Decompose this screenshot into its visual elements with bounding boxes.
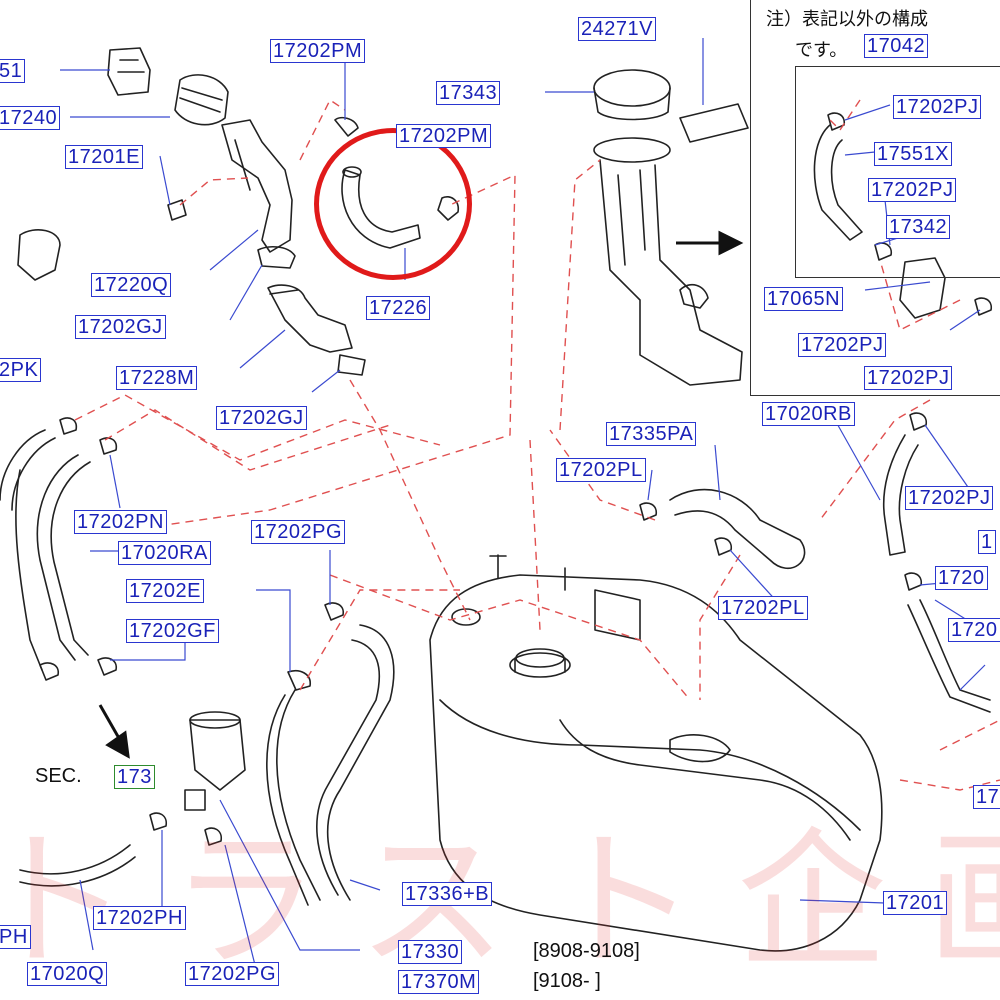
watermark: トラスト企画: [0, 815, 1000, 989]
part-label[interactable]: 17020RB: [762, 402, 855, 426]
part-label[interactable]: 1: [978, 530, 996, 554]
part-label[interactable]: 17228M: [116, 366, 198, 390]
fuel-pump-assembly: [593, 69, 749, 386]
part-label[interactable]: 17335PA: [606, 422, 697, 446]
part-label[interactable]: PH: [0, 925, 31, 949]
part-label[interactable]: 17202GJ: [75, 315, 166, 339]
part-label[interactable]: 17220Q: [91, 273, 172, 297]
note-frame: [750, 0, 1000, 396]
part-label[interactable]: 17202PH: [93, 906, 186, 930]
part-label[interactable]: 17202GF: [126, 619, 219, 643]
part-label[interactable]: 2PK: [0, 358, 42, 382]
sec-label: SEC.: [35, 765, 82, 787]
part-label[interactable]: 17202PG: [251, 520, 346, 544]
part-label[interactable]: 17202PJ: [864, 366, 953, 390]
inner-note-frame: [795, 66, 1000, 278]
part-label[interactable]: 17202PN: [74, 510, 167, 534]
part-label[interactable]: 17202PG: [185, 962, 280, 986]
date-range: [8908-9108]: [533, 940, 640, 962]
note-text-1: 注）表記以外の構成: [766, 9, 928, 30]
part-label[interactable]: 17201E: [65, 145, 143, 169]
part-label[interactable]: 17202PL: [718, 596, 808, 620]
part-label[interactable]: 1720: [948, 618, 1000, 642]
part-label[interactable]: 51: [0, 59, 26, 83]
part-label[interactable]: 17240: [0, 106, 61, 130]
part-label[interactable]: 17042: [864, 34, 929, 58]
part-label[interactable]: 17020RA: [118, 541, 211, 565]
highlight-circle: [314, 128, 472, 280]
part-label[interactable]: 17342: [886, 215, 951, 239]
part-label[interactable]: 17343: [436, 81, 501, 105]
part-label[interactable]: 17202PJ: [893, 95, 982, 119]
part-label[interactable]: 17202PL: [556, 458, 646, 482]
part-label[interactable]: 17202PJ: [905, 486, 994, 510]
part-label[interactable]: 17202GJ: [216, 406, 307, 430]
part-label[interactable]: 17330: [398, 940, 463, 964]
filler-neck: [17, 47, 366, 376]
part-label[interactable]: 17336+B: [402, 882, 493, 906]
part-label[interactable]: 17: [973, 785, 1000, 809]
part-label[interactable]: 24271V: [578, 17, 656, 41]
center-hoses: [19, 602, 395, 906]
date-range: [9108- ]: [533, 970, 601, 992]
part-label[interactable]: 17202PJ: [868, 178, 957, 202]
part-label[interactable]: 17201: [883, 891, 948, 915]
part-label[interactable]: 1720: [935, 566, 988, 590]
part-label[interactable]: 17202PM: [270, 39, 366, 63]
part-label[interactable]: 17202PM: [396, 124, 492, 148]
part-label[interactable]: 17551X: [874, 142, 952, 166]
part-label[interactable]: 17202PJ: [798, 333, 887, 357]
part-label[interactable]: 17020Q: [27, 962, 108, 986]
part-label[interactable]: 17202E: [126, 579, 204, 603]
left-hoses: [0, 417, 118, 681]
section-reference[interactable]: 173: [114, 765, 155, 789]
note-text-2: です。: [795, 40, 848, 61]
part-label[interactable]: 17370M: [398, 970, 480, 994]
fuel-tank: [429, 554, 883, 952]
part-label[interactable]: 17065N: [764, 287, 844, 311]
part-label[interactable]: 17226: [366, 296, 431, 320]
